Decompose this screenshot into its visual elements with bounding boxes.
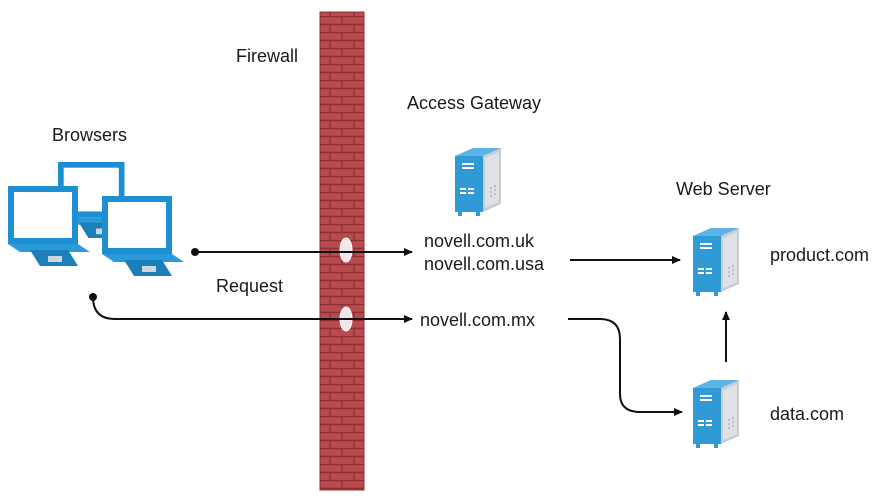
domain-mx-label: novell.com.mx [420,310,536,330]
connectors [89,248,730,416]
request-label: Request [216,276,284,296]
web-server-label: Web Server [676,179,771,199]
browser-monitor-icon [102,196,184,276]
request-arrow-mx [92,296,413,323]
domain-uk-label: novell.com.uk [424,231,535,251]
mx-to-data-arrow [568,318,683,416]
firewall-label: Firewall [236,46,299,66]
browser-monitor-icon [8,186,90,266]
browsers-label: Browsers [52,125,128,145]
product-server-label: product.com [770,245,870,265]
data-server-label: data.com [770,404,845,424]
browsers-group [8,162,184,276]
data-server-icon [693,380,739,448]
product-server-icon [693,228,739,296]
domain-usa-label: novell.com.usa [424,254,545,274]
access-gateway-label: Access Gateway [407,93,542,113]
access-gateway-server-icon [455,148,501,216]
